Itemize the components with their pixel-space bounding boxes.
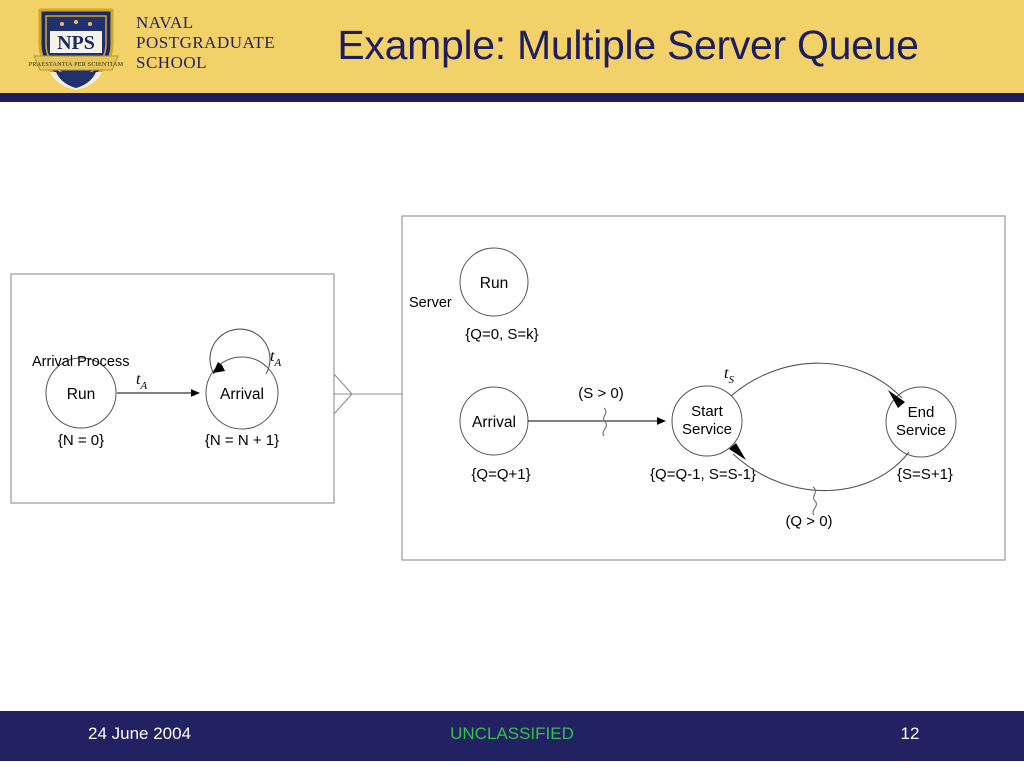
- edge-server-arrival-to-start-service-condition: (S > 0): [578, 385, 623, 402]
- node-server-run[interactable]: [459, 247, 529, 317]
- arrival-process-group-box: [10, 273, 335, 504]
- edge-server-end-to-start-service-condition-squiggle: [812, 486, 817, 516]
- node-arrival-process-arrival-state: {N = N + 1}: [205, 432, 279, 449]
- node-server-arrival-state: {Q=Q+1}: [471, 466, 530, 483]
- node-arrival-process-run-state: {N = 0}: [58, 432, 104, 449]
- logo-shield-text: NPS: [57, 32, 95, 54]
- node-server-start-service-state: {Q=Q-1, S=S-1}: [650, 466, 756, 483]
- node-arrival-process-arrival-label: Arrival: [220, 386, 264, 403]
- footer-page-number: 12: [900, 724, 920, 743]
- edge-server-end-to-start-service: [732, 451, 910, 492]
- edge-arrival-process-self-loop-label: tA: [270, 348, 281, 369]
- node-server-end-service-label-line2: Service: [896, 422, 946, 439]
- node-server-start-service-label-line1: Start: [691, 403, 724, 420]
- footer-classification-marking: UNCLASSIFIED: [450, 724, 574, 743]
- arrow-right-chevron-icon: [333, 373, 353, 415]
- node-server-start-service-label-line2: Service: [682, 421, 732, 438]
- edge-server-end-to-start-service-arrowhead: [729, 443, 746, 460]
- state-diagram-svg: Run {N = 0} Arrival {N = N + 1} tA tA Ru…: [10, 215, 1006, 561]
- edge-server-arrival-to-start-service-condition-squiggle: [602, 407, 607, 437]
- arrival-process-caption: Arrival Process: [32, 354, 130, 370]
- logo-line-naval: NAVAL: [136, 13, 194, 32]
- footer-date: 24 June 2004: [88, 724, 192, 743]
- node-server-end-service-label-line1: End: [908, 404, 935, 421]
- node-arrival-process-run-label: Run: [67, 386, 95, 403]
- node-server-end-service-state: {S=S+1}: [897, 466, 953, 483]
- logo-line-school: SCHOOL: [136, 53, 208, 72]
- footer-band: [0, 711, 1024, 761]
- node-server-arrival-label: Arrival: [472, 414, 516, 431]
- logo-line-postgraduate: POSTGRADUATE: [136, 33, 276, 52]
- edge-server-end-to-start-service-condition: (Q > 0): [785, 513, 832, 530]
- node-server-end-service[interactable]: [885, 386, 957, 458]
- node-server-start-service[interactable]: [671, 385, 743, 457]
- edge-arrival-process-self-loop: [209, 328, 271, 375]
- edge-arrival-process-self-loop-arrowhead: [213, 362, 225, 373]
- node-arrival-process-arrival[interactable]: [205, 356, 279, 430]
- edge-server-start-to-end-service: [730, 362, 903, 399]
- server-caption: Server: [409, 295, 452, 311]
- nps-shield-logo-icon: NPS PRAESTANTIA PER SCIENTIAM: [28, 4, 124, 90]
- page-title: Example: Multiple Server Queue: [337, 22, 919, 68]
- diagram-canvas: Arrival Process Server Run {N = 0} Arriv…: [0, 102, 1024, 711]
- header-divider-rule: [0, 93, 1024, 102]
- logo-wordmark: NAVAL POSTGRADUATE SCHOOL: [136, 13, 275, 73]
- server-group-box: [401, 215, 1006, 561]
- edge-server-start-to-end-service-label: tS: [724, 365, 734, 386]
- node-arrival-process-run[interactable]: [45, 357, 117, 429]
- node-server-run-label: Run: [480, 275, 508, 292]
- edge-server-start-to-end-service-arrowhead: [888, 390, 905, 408]
- edge-arrival-process-run-to-arrival-label: tA: [136, 371, 147, 392]
- header-band: [0, 0, 1024, 93]
- node-server-run-state: {Q=0, S=k}: [465, 326, 538, 343]
- logo-motto-text: PRAESTANTIA PER SCIENTIAM: [29, 61, 124, 68]
